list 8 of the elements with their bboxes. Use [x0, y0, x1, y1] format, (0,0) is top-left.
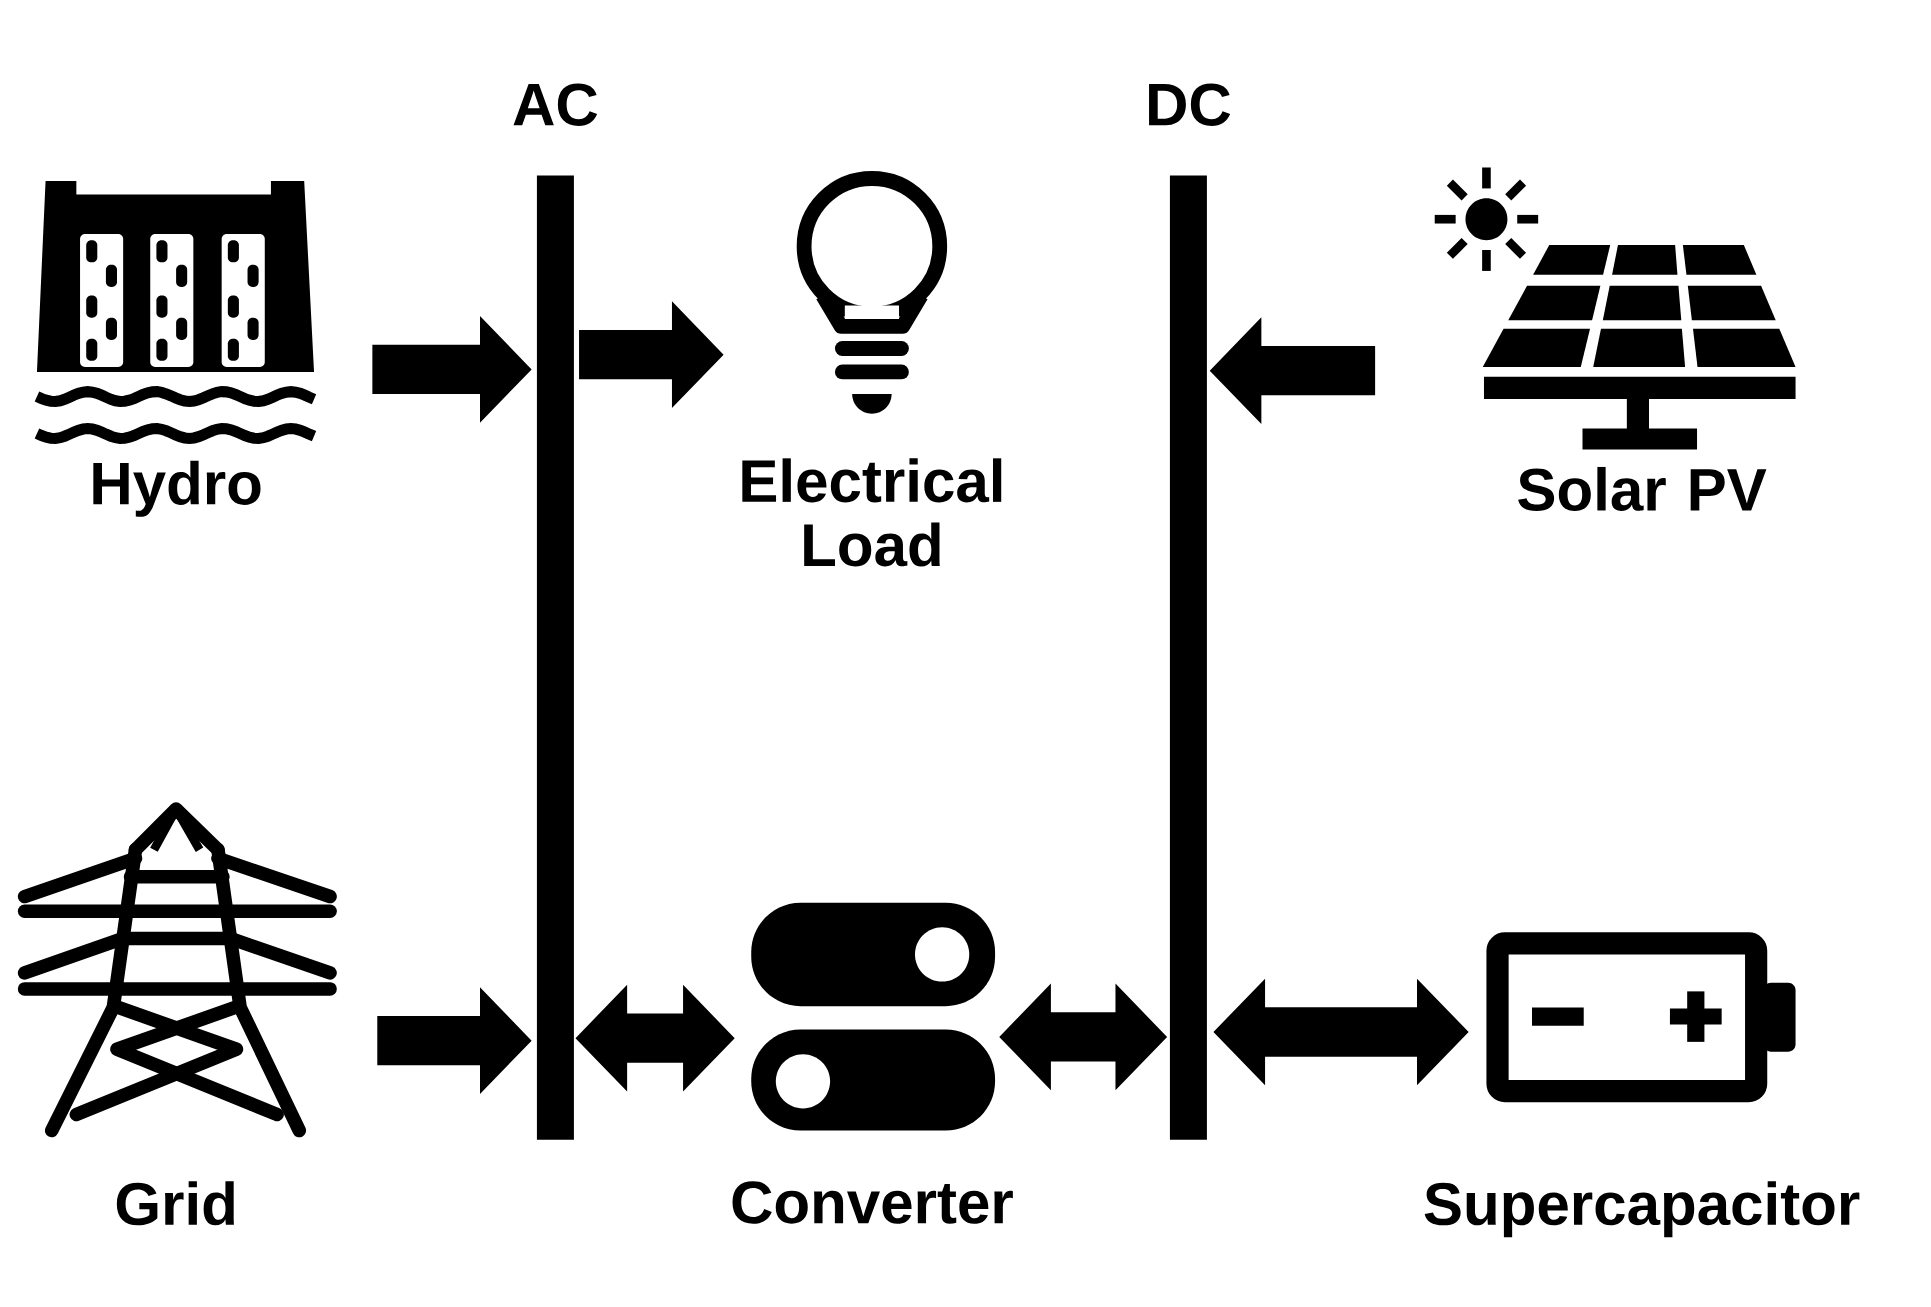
bus-label: AC — [513, 83, 598, 127]
node-label: Solar PV — [1518, 467, 1767, 512]
node-label: Hydro — [93, 461, 261, 517]
node-label: Supercapacitor — [1424, 1181, 1860, 1238]
node-label: Grid — [116, 1181, 234, 1226]
bus-label: DC — [1149, 83, 1231, 127]
node-label: Converter — [732, 1181, 1013, 1224]
node-label: Electrical Load — [742, 458, 1002, 567]
